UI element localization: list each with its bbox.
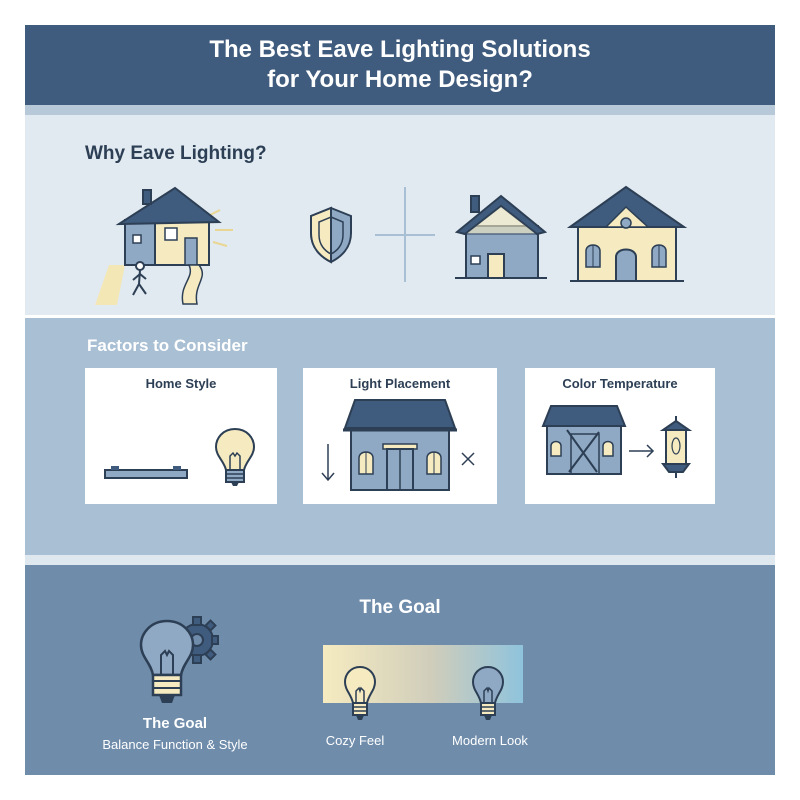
why-section: Why Eave Lighting? [25, 115, 775, 315]
section-title-factors: Factors to Consider [87, 336, 248, 355]
plus-icon [375, 187, 435, 282]
divider [25, 555, 775, 565]
card-color-temperature: Color Temperature [525, 368, 715, 504]
bulb-icon [471, 665, 505, 720]
house-arched-icon [566, 185, 688, 282]
section-title-why: Why Eave Lighting? [85, 143, 267, 164]
goal-left-title: The Goal [142, 715, 208, 732]
bulb-icon [214, 427, 256, 486]
eave-bar-icon [104, 466, 188, 479]
x-icon [461, 452, 475, 466]
lantern-icon [659, 416, 693, 478]
shield-icon [310, 206, 352, 264]
scale-right-label: Modern Look [452, 733, 528, 748]
house-icon [343, 399, 457, 491]
goal-left-subtitle: Balance Function & Style [102, 737, 248, 752]
card-light-placement: Light Placement [303, 368, 497, 504]
card-title: Home Style [145, 376, 217, 391]
title-line-2: for Your Home Design? [267, 66, 533, 93]
bulb-gear-icon [139, 616, 219, 703]
arrow-right-icon [629, 444, 655, 458]
goal-section: The Goal The Goal Balance Function & Sty… [25, 565, 775, 775]
title-line-1: The Best Eave Lighting Solutions [209, 36, 591, 63]
house-icon [454, 194, 548, 279]
house-lit-icon [95, 186, 233, 305]
page-title: The Best Eave Lighting Solutions for You… [25, 35, 775, 95]
card-title: Color Temperature [562, 376, 678, 391]
card-title: Light Placement [349, 376, 451, 391]
arrow-down-icon [321, 444, 335, 482]
divider [25, 105, 775, 115]
card-home-style: Home Style [85, 368, 277, 504]
bulb-icon [343, 665, 377, 720]
walking-person-icon [132, 261, 147, 296]
scale-left-label: Cozy Feel [325, 733, 385, 748]
header-banner: The Best Eave Lighting Solutions for You… [25, 25, 775, 105]
factors-section: Factors to Consider Home Style Light Pla… [25, 318, 775, 555]
section-title-goal: The Goal [359, 597, 441, 618]
house-icon [541, 405, 627, 475]
